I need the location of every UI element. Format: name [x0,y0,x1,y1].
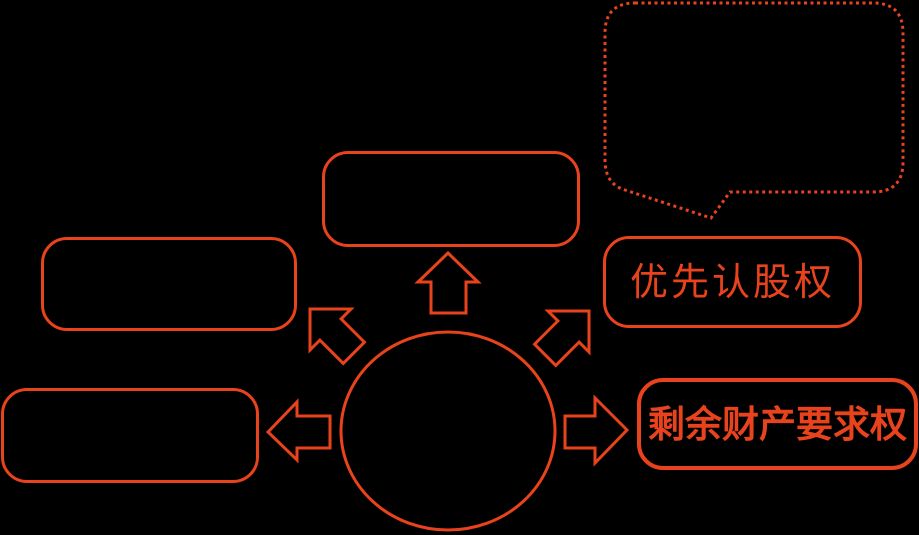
box-preemptive-right: 优先认股权 [603,236,862,328]
box-bottom-left [1,388,259,483]
box-top-left [41,237,297,331]
right-arrow [563,394,630,467]
center-circle [339,330,557,532]
up-left-arrow [308,307,367,366]
box-residual-claim: 剩余财产要求权 [637,378,918,470]
left-arrow [265,398,332,464]
box-top-middle [322,151,580,247]
box-preemptive-right-label: 优先认股权 [629,260,835,304]
box-residual-claim-label: 剩余财产要求权 [648,401,907,446]
up-right-arrow [532,309,591,368]
callout-bubble [603,1,905,220]
up-arrow [414,250,482,315]
